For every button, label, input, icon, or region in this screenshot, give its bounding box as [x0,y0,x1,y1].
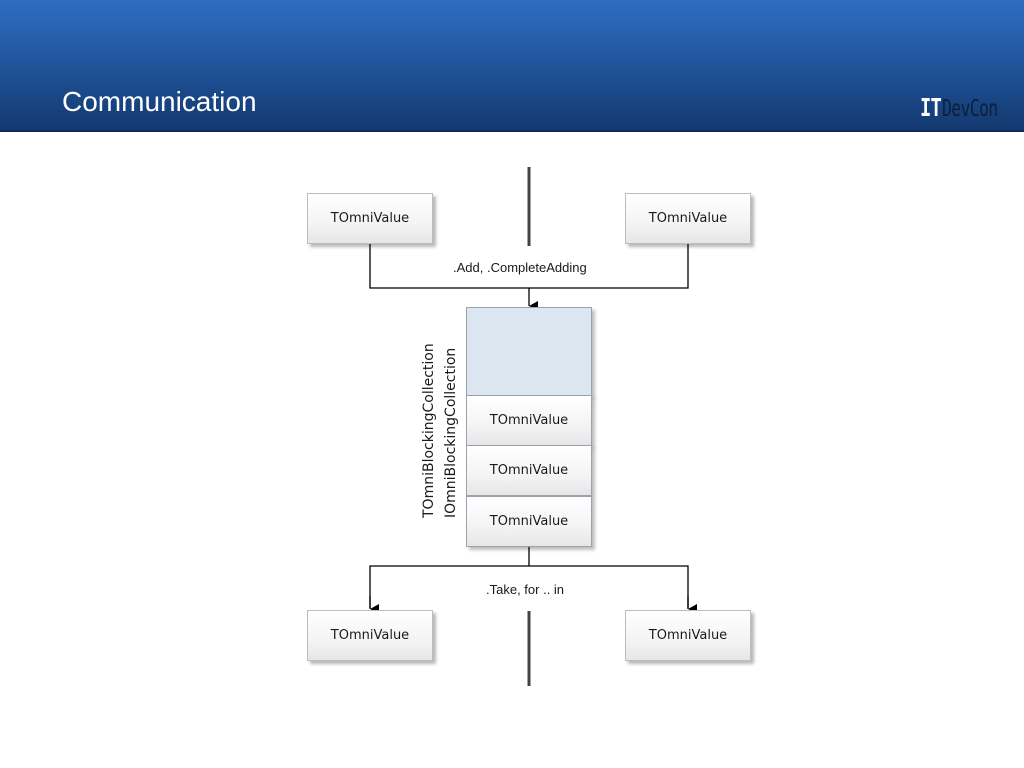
consumer-value-left: TOmniValue [307,610,433,661]
slide-header [0,0,1024,131]
header-divider [0,130,1024,132]
queue-item: TOmniValue [466,445,592,496]
take-connector [369,565,689,608]
collection-class-label: TOmniBlockingCollection [421,343,437,518]
collection-interface-label: IOmniBlockingCollection [443,347,459,518]
consumer-value-right: TOmniValue [625,610,751,661]
queue-item: TOmniValue [466,395,592,446]
queue-empty-slot [466,307,592,396]
producer-value-right: TOmniValue [625,193,751,244]
logo-devcon: DevCon [942,96,998,122]
itdevcon-logo: ITDevCon [920,93,1019,127]
producer-value-left: TOmniValue [307,193,433,244]
logo-it: IT [920,93,942,122]
take-label: .Take, for .. in [484,582,567,597]
queue-item: TOmniValue [466,496,592,547]
add-label: .Add, .CompleteAdding [451,260,589,275]
slide-title: Communication [62,86,257,117]
